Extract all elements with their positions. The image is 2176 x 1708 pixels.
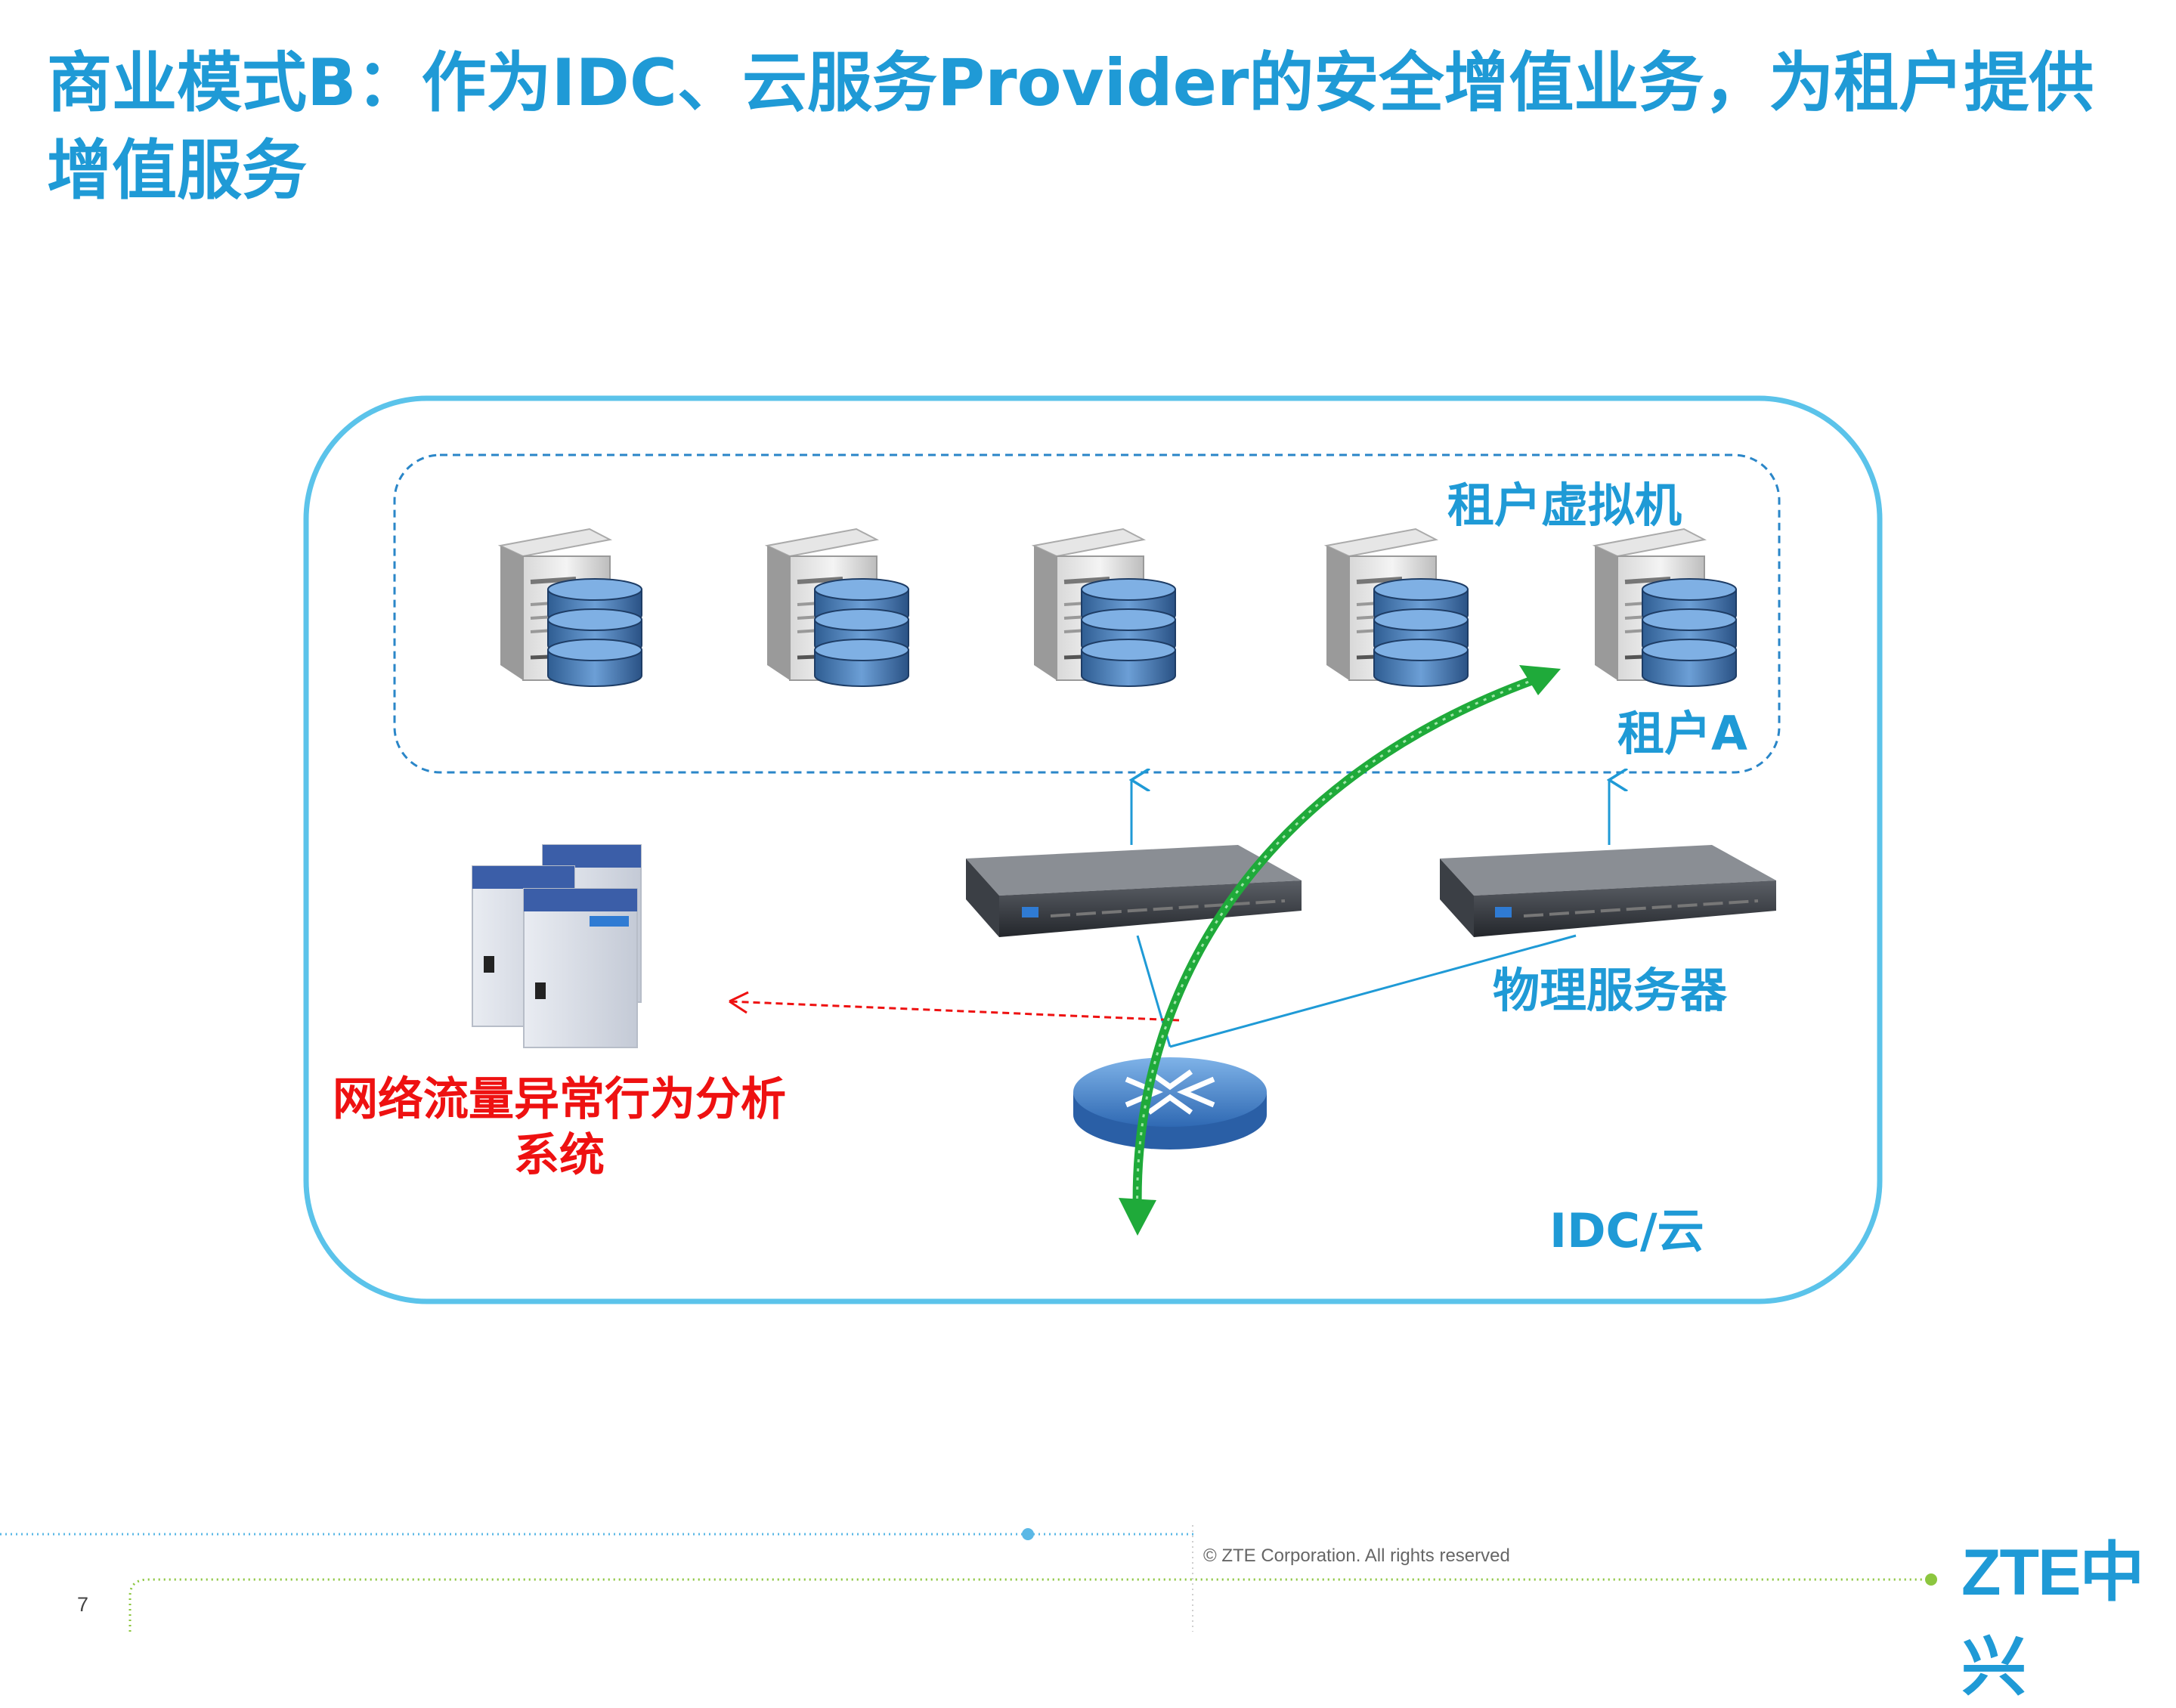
physical-server-label: 物理服务器 <box>1493 963 1728 1018</box>
idc-cloud-boundary <box>303 395 1883 1304</box>
traffic-mirror-arrow <box>729 1000 1180 1022</box>
copyright-text: © ZTE Corporation. All rights reserved <box>1203 1546 1510 1566</box>
server-database-icon <box>1031 528 1176 687</box>
traffic-arrow-head-top <box>1519 665 1561 695</box>
server-database-icon <box>1323 528 1469 687</box>
zte-logo: ZTE中兴 <box>1961 1536 2144 1703</box>
anomaly-analysis-label: 网络流量异常行为分析系统 <box>333 1073 786 1182</box>
link-router-server-2 <box>1169 934 1577 1048</box>
page-number: 7 <box>77 1593 89 1616</box>
rack-server-icon <box>966 845 1302 937</box>
footer-divider-bottom <box>128 1578 1931 1632</box>
router-icon <box>1073 1057 1267 1149</box>
page-title: 商业模式B：作为IDC、云服务Provider的安全增值业务，为租户提供增值服务 <box>47 45 2094 209</box>
tenant-vm-group <box>393 453 1781 774</box>
tenant-vm-label: 租户虚拟机 <box>1447 478 1682 533</box>
tenant-a-label: 租户A <box>1617 706 1747 761</box>
rack-server-icon <box>1440 845 1776 937</box>
traffic-arrow-head-bottom <box>1119 1198 1156 1236</box>
server-database-icon <box>1592 528 1737 687</box>
server-database-icon <box>764 528 909 687</box>
server-cabinet-icon <box>472 844 642 1048</box>
server-database-icon <box>497 528 642 687</box>
network-diagram <box>0 395 1937 1632</box>
idc-cloud-label: IDC/云 <box>1549 1203 1704 1258</box>
